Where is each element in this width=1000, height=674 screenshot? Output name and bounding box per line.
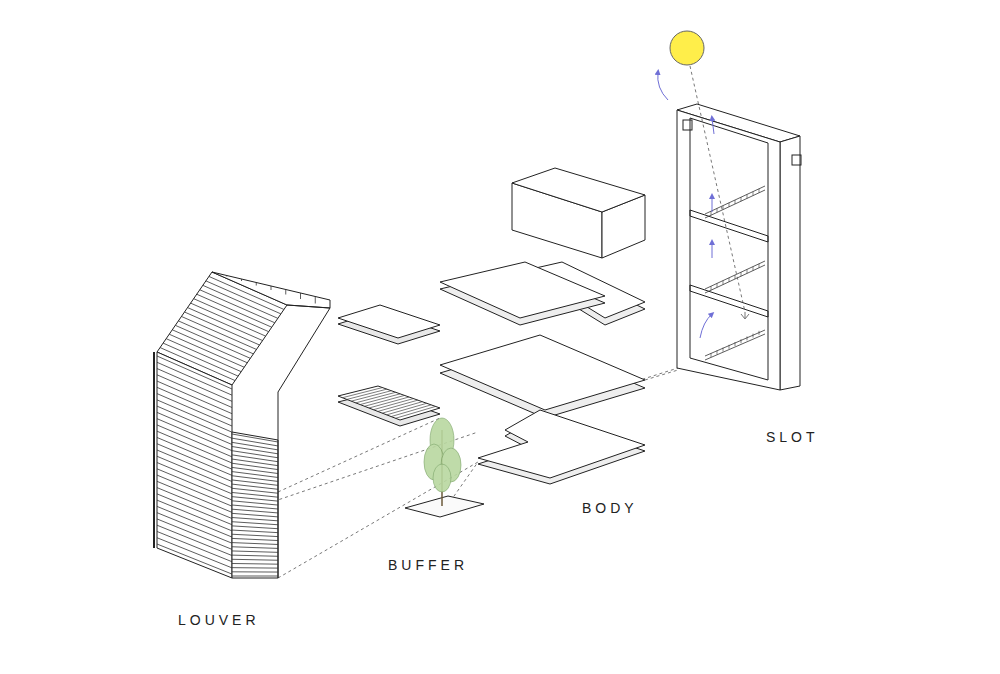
part-label: LOUVER [178, 613, 260, 627]
sun [670, 31, 704, 65]
part-label: BUFFER [388, 558, 468, 572]
buffer-slats [342, 388, 435, 419]
sun-ray [690, 66, 745, 312]
tree [424, 418, 461, 506]
stair-treads [711, 189, 759, 357]
part-label: BODY [582, 501, 638, 515]
sun-ray-head [741, 312, 749, 319]
louver-slats [157, 276, 315, 577]
airflow-arrows [658, 72, 714, 338]
buffer-parts [338, 305, 484, 517]
body-parts [440, 168, 645, 484]
part-label: SLOT [766, 430, 819, 444]
louver-frame [154, 272, 330, 578]
slot-section [677, 104, 801, 390]
stairs [705, 186, 765, 360]
